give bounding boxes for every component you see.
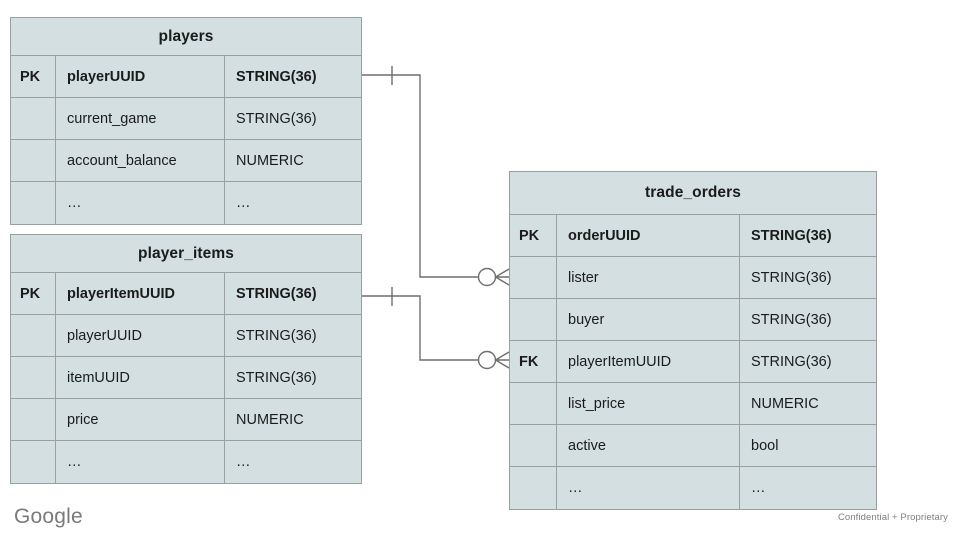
table-row[interactable]: PK playerItemUUID STRING(36) bbox=[11, 273, 361, 315]
attribute-key bbox=[11, 98, 56, 139]
table-row[interactable]: lister STRING(36) bbox=[510, 257, 876, 299]
cardinality-many-crowsfoot bbox=[494, 351, 510, 369]
attribute-name: … bbox=[56, 182, 225, 224]
attribute-key bbox=[11, 441, 56, 483]
attribute-key bbox=[11, 399, 56, 440]
attribute-key bbox=[510, 383, 557, 424]
attribute-name: playerUUID bbox=[56, 315, 225, 356]
attribute-name: buyer bbox=[557, 299, 740, 340]
table-row[interactable]: list_price NUMERIC bbox=[510, 383, 876, 425]
attribute-key bbox=[11, 140, 56, 181]
attribute-type: … bbox=[236, 454, 251, 470]
attribute-type: NUMERIC bbox=[236, 411, 304, 428]
attribute-type: STRING(36) bbox=[751, 353, 832, 370]
table-row[interactable]: playerUUID STRING(36) bbox=[11, 315, 361, 357]
attribute-type: STRING(36) bbox=[751, 311, 832, 328]
table-row[interactable]: account_balance NUMERIC bbox=[11, 140, 361, 182]
table-row[interactable]: PK orderUUID STRING(36) bbox=[510, 215, 876, 257]
attribute-name: price bbox=[56, 399, 225, 440]
entity-table-players[interactable]: players PK playerUUID STRING(36) current… bbox=[10, 17, 362, 225]
attribute-key: PK bbox=[11, 273, 56, 314]
attribute-name: list_price bbox=[557, 383, 740, 424]
attribute-type: … bbox=[236, 195, 251, 211]
attribute-name: … bbox=[557, 467, 740, 509]
attribute-name: playerItemUUID bbox=[557, 341, 740, 382]
relationship-player-items-to-trade-orders[interactable] bbox=[362, 287, 510, 370]
attribute-name: itemUUID bbox=[56, 357, 225, 398]
attribute-name: orderUUID bbox=[557, 215, 740, 256]
attribute-type: STRING(36) bbox=[751, 227, 832, 244]
cardinality-many-crowsfoot bbox=[494, 268, 510, 286]
entity-table-trade-orders[interactable]: trade_orders PK orderUUID STRING(36) lis… bbox=[509, 171, 877, 510]
attribute-name: playerUUID bbox=[56, 56, 225, 97]
attribute-type: … bbox=[751, 480, 766, 496]
entity-table-player-items[interactable]: player_items PK playerItemUUID STRING(36… bbox=[10, 234, 362, 484]
attribute-key bbox=[510, 425, 557, 466]
attribute-name: playerItemUUID bbox=[56, 273, 225, 314]
table-row[interactable]: PK playerUUID STRING(36) bbox=[11, 56, 361, 98]
table-row[interactable]: … … bbox=[11, 441, 361, 483]
attribute-name: lister bbox=[557, 257, 740, 298]
entity-title-text: player_items bbox=[138, 244, 234, 262]
entity-title-text: trade_orders bbox=[645, 184, 741, 201]
cardinality-zero-circle bbox=[477, 350, 497, 370]
attribute-key: PK bbox=[11, 56, 56, 97]
attribute-key bbox=[11, 182, 56, 224]
google-logo: Google bbox=[14, 505, 83, 528]
attribute-type: STRING(36) bbox=[236, 369, 317, 386]
attribute-name: … bbox=[56, 441, 225, 483]
table-row[interactable]: active bool bbox=[510, 425, 876, 467]
entity-title-text: players bbox=[158, 27, 214, 45]
attribute-name: current_game bbox=[56, 98, 225, 139]
attribute-type: STRING(36) bbox=[236, 110, 317, 127]
attribute-type: STRING(36) bbox=[236, 285, 317, 302]
table-row[interactable]: current_game STRING(36) bbox=[11, 98, 361, 140]
connector-line bbox=[362, 74, 478, 278]
entity-title-trade-orders: trade_orders bbox=[510, 172, 876, 215]
attribute-key: PK bbox=[510, 215, 557, 256]
attribute-type: STRING(36) bbox=[751, 269, 832, 286]
attribute-key bbox=[510, 299, 557, 340]
attribute-key bbox=[11, 315, 56, 356]
attribute-key bbox=[510, 257, 557, 298]
cardinality-zero-circle bbox=[477, 267, 497, 287]
attribute-key bbox=[11, 357, 56, 398]
table-row[interactable]: FK playerItemUUID STRING(36) bbox=[510, 341, 876, 383]
table-row[interactable]: … … bbox=[11, 182, 361, 224]
table-row[interactable]: price NUMERIC bbox=[11, 399, 361, 441]
relationship-players-to-trade-orders[interactable] bbox=[362, 66, 510, 287]
table-row[interactable]: … … bbox=[510, 467, 876, 509]
table-row[interactable]: buyer STRING(36) bbox=[510, 299, 876, 341]
attribute-key: FK bbox=[510, 341, 557, 382]
attribute-name: account_balance bbox=[56, 140, 225, 181]
confidentiality-note: Confidential + Proprietary bbox=[837, 512, 948, 523]
table-row[interactable]: itemUUID STRING(36) bbox=[11, 357, 361, 399]
attribute-type: NUMERIC bbox=[751, 395, 819, 412]
entity-title-player-items: player_items bbox=[11, 235, 361, 273]
attribute-key bbox=[510, 467, 557, 509]
entity-title-players: players bbox=[11, 18, 361, 56]
attribute-name: active bbox=[557, 425, 740, 466]
connector-line bbox=[362, 295, 478, 361]
attribute-type: NUMERIC bbox=[236, 152, 304, 169]
attribute-type: STRING(36) bbox=[236, 68, 317, 85]
attribute-type: STRING(36) bbox=[236, 327, 317, 344]
attribute-type: bool bbox=[751, 437, 779, 454]
